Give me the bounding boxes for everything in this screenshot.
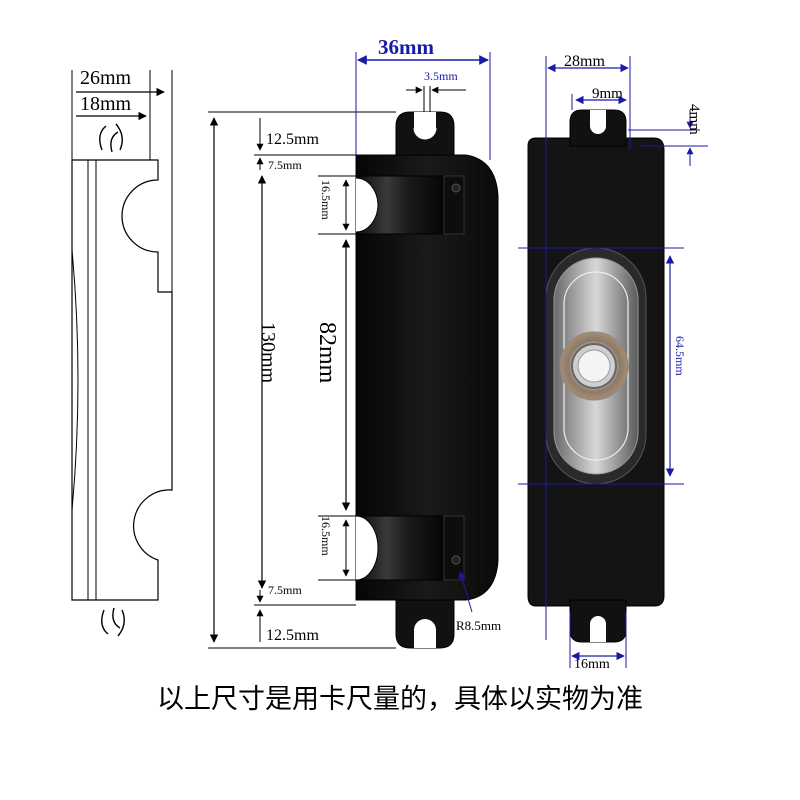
clip-squiggle-bottom-icon — [101, 607, 125, 637]
dim-front-3-5: 3.5mm — [424, 69, 458, 83]
dim-front-radius: R8.5mm — [456, 618, 501, 633]
dim-front-16-5-bottom: 16.5mm — [319, 516, 333, 556]
side-view: 26mm 18mm — [71, 67, 173, 637]
front-body — [355, 154, 499, 601]
dim-front-36: 36mm — [378, 35, 434, 59]
back-view: 28mm 9mm 4mm 64.5mm 16mm — [518, 53, 708, 672]
dim-front-16-5-top: 16.5mm — [319, 180, 333, 220]
dim-side-18: 18mm — [80, 93, 132, 115]
dim-front-12-5-top: 12.5mm — [266, 131, 319, 148]
dim-front-130: 130mm — [257, 322, 279, 384]
dim-front-7-5-bottom: 7.5mm — [268, 583, 302, 597]
clip-squiggle-top-icon — [99, 123, 123, 153]
front-view: 36mm 3.5mm 12.5mm 7.5mm 12.5mm 7.5mm 130… — [208, 35, 501, 649]
side-view-outline — [71, 159, 173, 601]
dim-front-7-5-top: 7.5mm — [268, 158, 302, 172]
dim-back-4: 4mm — [686, 104, 702, 135]
dim-side-26: 26mm — [80, 67, 132, 89]
dim-front-82: 82mm — [314, 322, 340, 384]
dim-back-28: 28mm — [564, 53, 605, 70]
caption-text: 以上尺寸是用卡尺量的，具体以实物为准 — [157, 684, 643, 715]
dim-back-16: 16mm — [574, 657, 610, 672]
dim-front-12-5-bottom: 12.5mm — [266, 627, 319, 644]
dim-back-64-5: 64.5mm — [673, 336, 687, 376]
dim-back-9: 9mm — [592, 86, 623, 102]
